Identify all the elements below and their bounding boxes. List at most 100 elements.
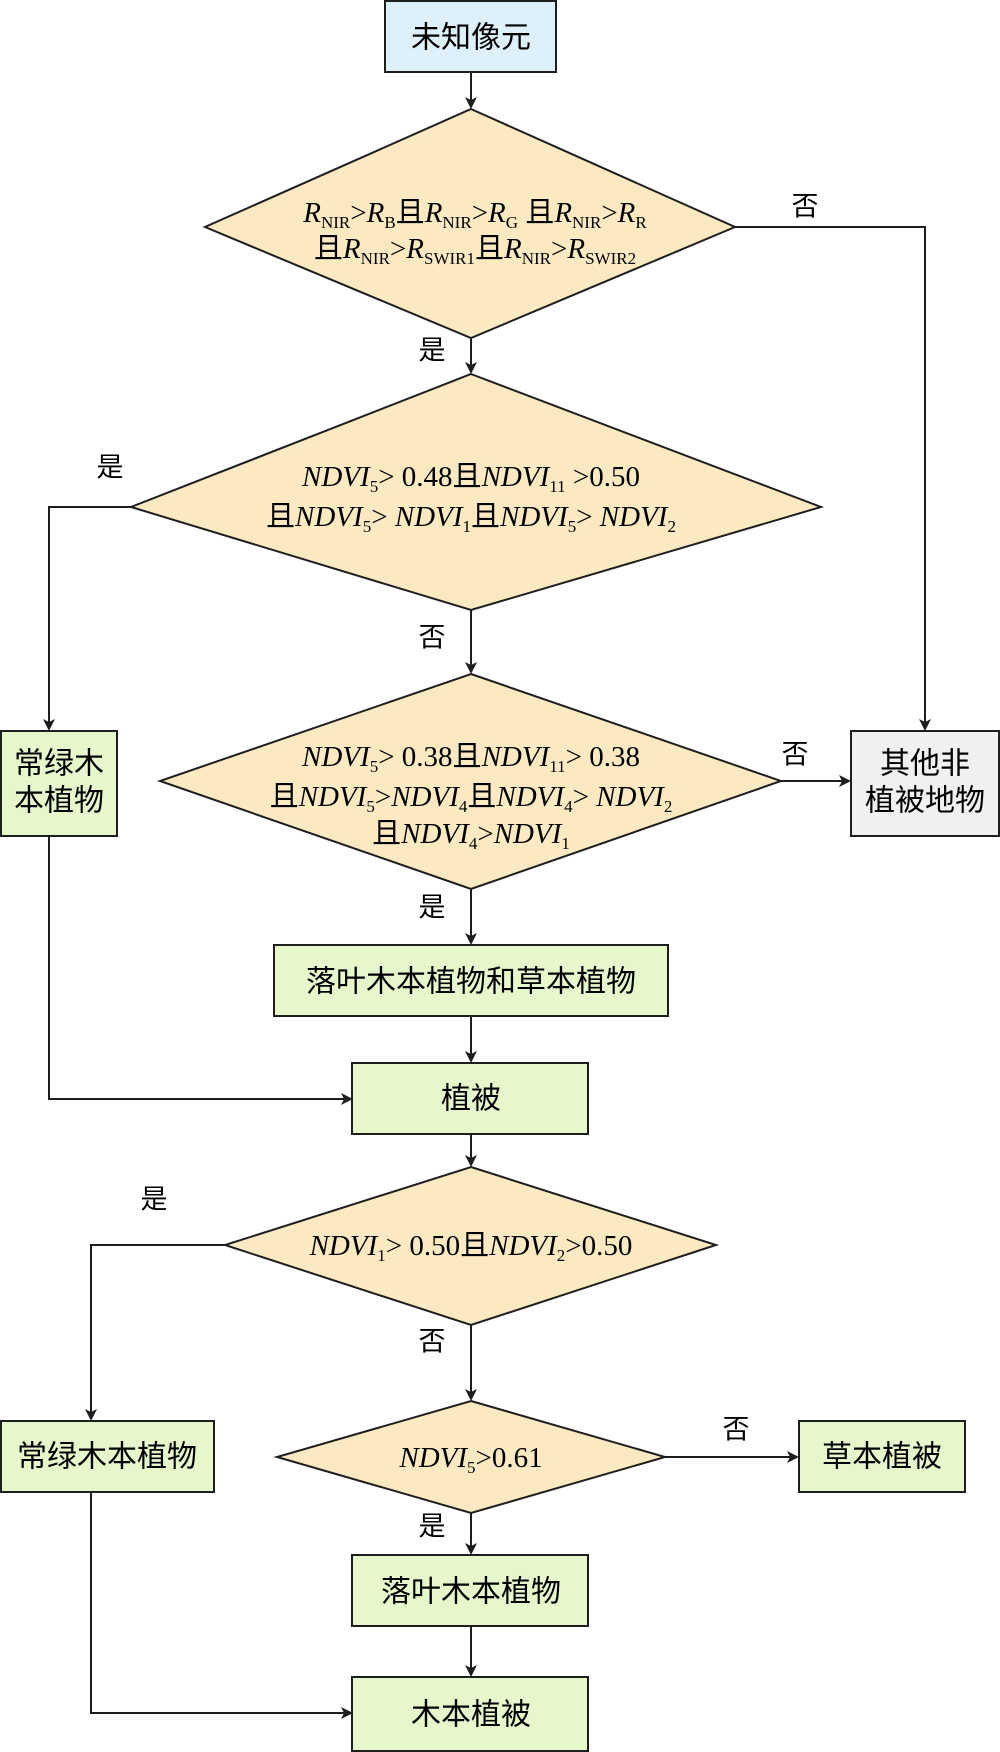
decision-5-line-1: NDVI5​>0.61	[398, 1442, 542, 1477]
node-evergreen1-label-2: 本植物	[14, 784, 104, 819]
condition-variable: NDVI	[493, 818, 563, 850]
label-yes-d2: 是	[97, 453, 124, 484]
node-vegetation-label: 植被	[441, 1082, 501, 1117]
condition-text: > 0.48且	[378, 461, 481, 493]
condition-subscript: 5	[467, 1458, 476, 1477]
node-deciduous-herb-label: 落叶木本植物和草本植物	[306, 965, 636, 1000]
condition-subscript: 4	[469, 834, 478, 853]
decision-4-line-1: NDVI1​> 0.50且NDVI2​>0.50	[309, 1230, 633, 1265]
condition-variable: NDVI	[298, 781, 368, 813]
label-no-d5: 否	[723, 1415, 750, 1446]
edge-d2-yes-evergreen1	[43, 506, 131, 731]
condition-text: 且	[471, 501, 500, 533]
condition-subscript: 5	[363, 517, 372, 536]
condition-variable: NDVI	[394, 501, 464, 533]
node-deciduous-label: 落叶木本植物	[381, 1575, 561, 1610]
condition-subscript: G	[506, 213, 518, 232]
decision-3	[156, 672, 785, 891]
node-evergreen1-label-1: 常绿木	[14, 747, 104, 782]
condition-subscript: 11	[549, 757, 565, 776]
condition-variable: R	[617, 197, 636, 229]
condition-text: >	[371, 501, 395, 533]
condition-text: 且	[372, 818, 401, 850]
decision-1	[202, 107, 738, 340]
condition-subscript: NIR	[361, 249, 391, 268]
condition-variable: R	[405, 233, 424, 265]
condition-text: >0.50	[566, 461, 640, 493]
condition-subscript: 1	[463, 517, 472, 536]
condition-subscript: 5	[366, 797, 375, 816]
condition-variable: R	[553, 197, 572, 229]
node-deciduous-box	[351, 1554, 589, 1627]
node-other-nonveg-label-1: 其他非	[880, 747, 970, 782]
condition-text: >	[390, 233, 406, 265]
condition-variable: R	[366, 197, 385, 229]
node-start-label: 未知像元	[411, 21, 531, 56]
condition-variable: R	[302, 197, 321, 229]
node-other-nonveg-label-2: 植被地物	[865, 784, 985, 819]
decision-3-line-3: 且NDVI4​>NDVI1​	[372, 818, 570, 853]
condition-variable: NDVI	[294, 501, 364, 533]
node-evergreen2-label: 常绿木本植物	[17, 1440, 197, 1475]
condition-text: 且	[518, 197, 554, 229]
condition-subscript: 5	[370, 757, 379, 776]
condition-subscript: 2	[557, 1246, 566, 1265]
condition-variable: NDVI	[495, 781, 565, 813]
decision-3-line-2: 且NDVI5​>NDVI4​且NDVI4​> NDVI2​	[270, 781, 673, 816]
decision-4	[221, 1165, 720, 1327]
condition-text: > 0.38	[566, 741, 640, 773]
condition-variable: NDVI	[595, 781, 665, 813]
condition-subscript: 11	[549, 477, 565, 496]
condition-text: 且	[475, 233, 504, 265]
condition-subscript: 4	[564, 797, 573, 816]
decision-3-line-1: NDVI5​> 0.38且NDVI11​> 0.38	[301, 741, 640, 776]
condition-text: >	[601, 197, 617, 229]
condition-variable: NDVI	[398, 1442, 468, 1474]
decision-2	[127, 372, 825, 612]
condition-variable: R	[424, 197, 443, 229]
label-no-d1: 否	[792, 192, 819, 223]
node-vegetation-box	[351, 1062, 589, 1135]
edge-evergreen2-woody	[90, 1493, 353, 1719]
condition-text: >	[477, 818, 493, 850]
condition-subscript: SWIR2	[585, 249, 636, 268]
condition-text: > 0.38且	[378, 741, 481, 773]
condition-text: >0.61	[476, 1442, 543, 1474]
condition-subscript: NIR	[321, 213, 351, 232]
condition-text: >	[350, 197, 366, 229]
node-deciduous-herb-box	[273, 944, 669, 1017]
condition-text: >	[472, 197, 488, 229]
condition-variable: NDVI	[301, 461, 371, 493]
condition-subscript: NIR	[442, 213, 472, 232]
label-no-d2: 否	[419, 623, 446, 654]
condition-subscript: 5	[370, 477, 379, 496]
condition-text: > 0.50且	[386, 1230, 489, 1262]
edge-d1-no-other	[735, 226, 931, 731]
edge-evergreen1-vegetation	[48, 837, 353, 1105]
label-yes-d4: 是	[141, 1185, 168, 1216]
label-no-d3: 否	[782, 740, 809, 771]
condition-text: >	[576, 501, 600, 533]
decision-2-line-2: 且NDVI5​> NDVI1​且NDVI5​> NDVI2​	[266, 501, 676, 536]
condition-variable: R	[566, 233, 585, 265]
condition-text: 且	[314, 233, 343, 265]
condition-subscript: SWIR1	[424, 249, 475, 268]
condition-variable: NDVI	[390, 781, 460, 813]
condition-subscript: 2	[664, 797, 673, 816]
condition-variable: NDVI	[599, 501, 669, 533]
condition-text: 且	[270, 781, 299, 813]
label-yes-d5: 是	[419, 1512, 446, 1543]
node-herb-veg-box	[798, 1420, 966, 1493]
condition-text: 且	[396, 197, 425, 229]
condition-subscript: NIR	[572, 213, 602, 232]
condition-variable: NDVI	[400, 818, 470, 850]
condition-subscript: NIR	[522, 249, 552, 268]
condition-variable: NDVI	[301, 741, 371, 773]
condition-text: 且	[266, 501, 295, 533]
condition-text: >	[375, 781, 391, 813]
condition-subscript: R	[635, 213, 647, 232]
condition-variable: NDVI	[481, 461, 551, 493]
condition-variable: NDVI	[309, 1230, 379, 1262]
label-yes-d1: 是	[419, 336, 446, 367]
